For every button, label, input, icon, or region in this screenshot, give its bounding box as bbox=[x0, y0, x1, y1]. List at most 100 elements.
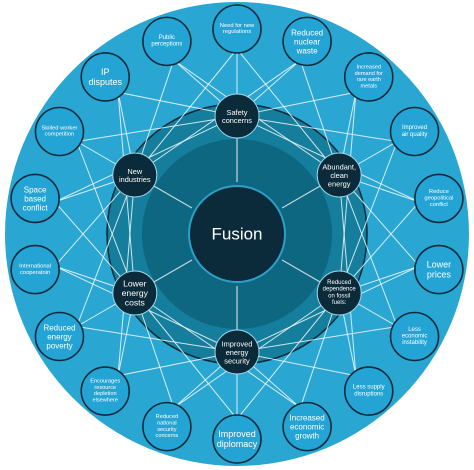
outer-node-label-line: Increased bbox=[356, 65, 381, 71]
outer-node-circle bbox=[34, 311, 85, 362]
primary-node-circle bbox=[214, 93, 260, 139]
primary-node-label-line: fuels: bbox=[332, 300, 347, 306]
fusion-center-node: Fusion bbox=[188, 185, 286, 283]
outer-node-label-line: prices bbox=[427, 270, 452, 280]
outer-node-label-line: Increased bbox=[290, 413, 325, 422]
primary-node-label-line: New bbox=[127, 166, 142, 175]
outer-node-label-line: economic bbox=[290, 422, 324, 431]
primary-node-label-line: Safety bbox=[227, 107, 248, 116]
primary-node-label-line: industries bbox=[119, 175, 151, 184]
primary-node-circle bbox=[316, 270, 362, 316]
outer-node-label-line: economic bbox=[402, 334, 428, 340]
outer-node-circle bbox=[34, 106, 85, 157]
outer-node-label-line: Public bbox=[159, 35, 175, 41]
outer-node-circle bbox=[343, 366, 394, 416]
outer-node-label-line: conflict bbox=[430, 202, 448, 208]
outer-node-circle bbox=[389, 311, 440, 362]
outer-node-circle bbox=[212, 4, 262, 54]
outer-node-label-line: Reduced bbox=[156, 414, 178, 420]
outer-node-circle bbox=[80, 52, 131, 102]
outer-node-label-line: Reduce bbox=[429, 189, 449, 195]
center-circle bbox=[188, 185, 286, 283]
primary-node-label-line: Abundant, bbox=[322, 162, 356, 171]
link-lower-costs-improved-diplomacy bbox=[134, 292, 238, 420]
outer-node-label-line: disruptions bbox=[354, 391, 383, 397]
outer-node-circle bbox=[142, 16, 192, 67]
outer-node-circle bbox=[282, 16, 332, 67]
link-abundant-need-regulations bbox=[236, 48, 340, 176]
primary-node-label-line: costs bbox=[125, 298, 145, 308]
outer-node-label-line: Lower bbox=[427, 260, 452, 270]
outer-node-label-line: Encourages bbox=[90, 379, 120, 385]
outer-node-label-line: security bbox=[157, 427, 176, 433]
primary-node-label-line: clean bbox=[330, 171, 348, 180]
outer-node-label-line: Less supply bbox=[353, 385, 385, 391]
link-new-industries-need-regulations bbox=[134, 48, 238, 176]
link-improved-security-energy-poverty bbox=[76, 326, 238, 353]
link-improved-security-economic-instability bbox=[236, 326, 398, 353]
outer-node-label-line: Reduced bbox=[291, 28, 323, 37]
primary-node-label-line: energy bbox=[328, 179, 351, 188]
outer-node-circle bbox=[282, 401, 332, 452]
outer-node-label-line: disputes bbox=[88, 77, 122, 87]
link-reduced-dependence-improved-diplomacy bbox=[236, 292, 340, 420]
outer-node-label-line: energy bbox=[47, 332, 71, 341]
outer-node-label-line: regulations bbox=[223, 29, 251, 35]
link-reduced-dependence-air-quality bbox=[338, 141, 398, 294]
link-lower-costs-skilled-worker bbox=[76, 141, 136, 294]
outer-node-label-line: resource bbox=[94, 385, 116, 391]
outer-node-label-line: Less bbox=[408, 327, 421, 333]
outer-node-label-line: national bbox=[157, 421, 177, 427]
outer-node-label-line: perceptions bbox=[151, 42, 182, 48]
primary-node-circle bbox=[112, 270, 158, 316]
outer-node-label-line: elsewhere bbox=[92, 397, 118, 403]
primary-node-label-line: energy bbox=[226, 348, 249, 357]
outer-node-label-line: concerns bbox=[156, 433, 179, 439]
outer-node-circle bbox=[212, 414, 262, 464]
outer-node-circle bbox=[389, 106, 440, 157]
link-safety-air-quality bbox=[236, 115, 398, 142]
primary-node-circle bbox=[112, 152, 158, 198]
outer-node-circle bbox=[414, 244, 464, 295]
outer-node-label-line: based bbox=[24, 194, 46, 203]
outer-node-label-line: growth bbox=[295, 431, 319, 440]
